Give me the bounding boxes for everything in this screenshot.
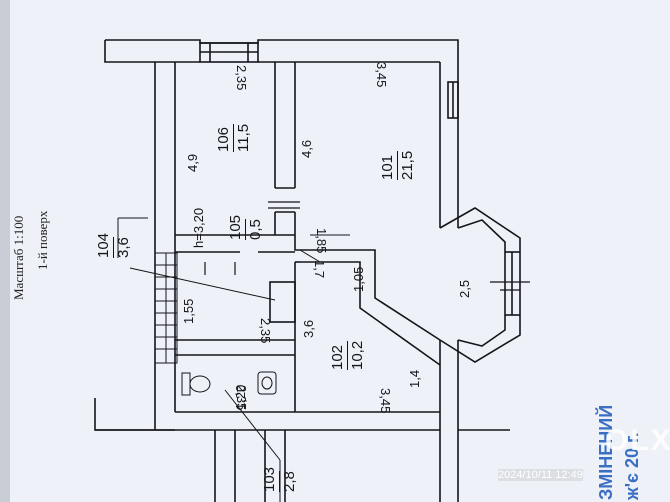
room-104-number: 104 bbox=[95, 232, 112, 258]
room-102-number: 102 bbox=[329, 344, 346, 370]
room-102-area: 10,2 bbox=[347, 340, 366, 370]
dim-h: h=3,20 bbox=[191, 207, 206, 248]
room-103-area: 2,8 bbox=[279, 471, 298, 492]
photo-timestamp: 2024/10/11 12:49 bbox=[498, 469, 583, 481]
room-104-area: 3,6 bbox=[113, 237, 132, 258]
dim-155: 1,55 bbox=[181, 298, 196, 324]
dim-17: 1,7 bbox=[312, 260, 327, 279]
dim-49: 4,9 bbox=[185, 153, 200, 172]
dim-36: 3,6 bbox=[301, 319, 316, 338]
room-102: 102 bbox=[329, 344, 346, 370]
dim-345-top: 3,45 bbox=[374, 62, 389, 88]
room-104: 104 bbox=[95, 232, 112, 258]
toilet-bowl bbox=[189, 375, 211, 393]
room-105: 105 bbox=[227, 214, 244, 240]
room-101-area: 21,5 bbox=[397, 150, 416, 180]
walls bbox=[94, 39, 521, 502]
dim-185: 1,85 bbox=[314, 228, 329, 254]
door-markers bbox=[204, 201, 530, 291]
watermark-logo: OLX bbox=[605, 424, 670, 457]
dim-235-top: 2,35 bbox=[234, 65, 249, 91]
dim-25: 2,5 bbox=[457, 279, 472, 298]
room-103-number: 103 bbox=[261, 466, 278, 492]
dim-235-mid: 2,35 bbox=[258, 318, 273, 344]
floor-label: 1-й поверх bbox=[35, 210, 50, 270]
dim-105: 1,05 bbox=[351, 266, 366, 292]
dim-14: 1,4 bbox=[407, 369, 422, 388]
room-105-area: 0,5 bbox=[245, 219, 264, 240]
room-105-number: 105 bbox=[227, 214, 244, 240]
room-106-number: 106 bbox=[215, 126, 232, 152]
bathroom-fixtures bbox=[181, 371, 277, 396]
dim-46: 4,6 bbox=[299, 139, 314, 158]
scale-label: Масштаб 1:100 bbox=[11, 215, 26, 300]
room-101-number: 101 bbox=[379, 154, 396, 180]
dim-235-bottom: 2,35 bbox=[234, 385, 249, 411]
leader-lines bbox=[117, 217, 350, 502]
dim-345-bottom: 3,45 bbox=[378, 388, 393, 414]
room-106: 106 bbox=[215, 126, 232, 152]
page-edge-shadow bbox=[0, 0, 10, 502]
stair bbox=[154, 252, 178, 364]
room-106-area: 11,5 bbox=[233, 123, 252, 152]
room-101: 101 bbox=[379, 154, 396, 180]
sink bbox=[257, 371, 277, 395]
room-103: 103 bbox=[261, 466, 278, 492]
